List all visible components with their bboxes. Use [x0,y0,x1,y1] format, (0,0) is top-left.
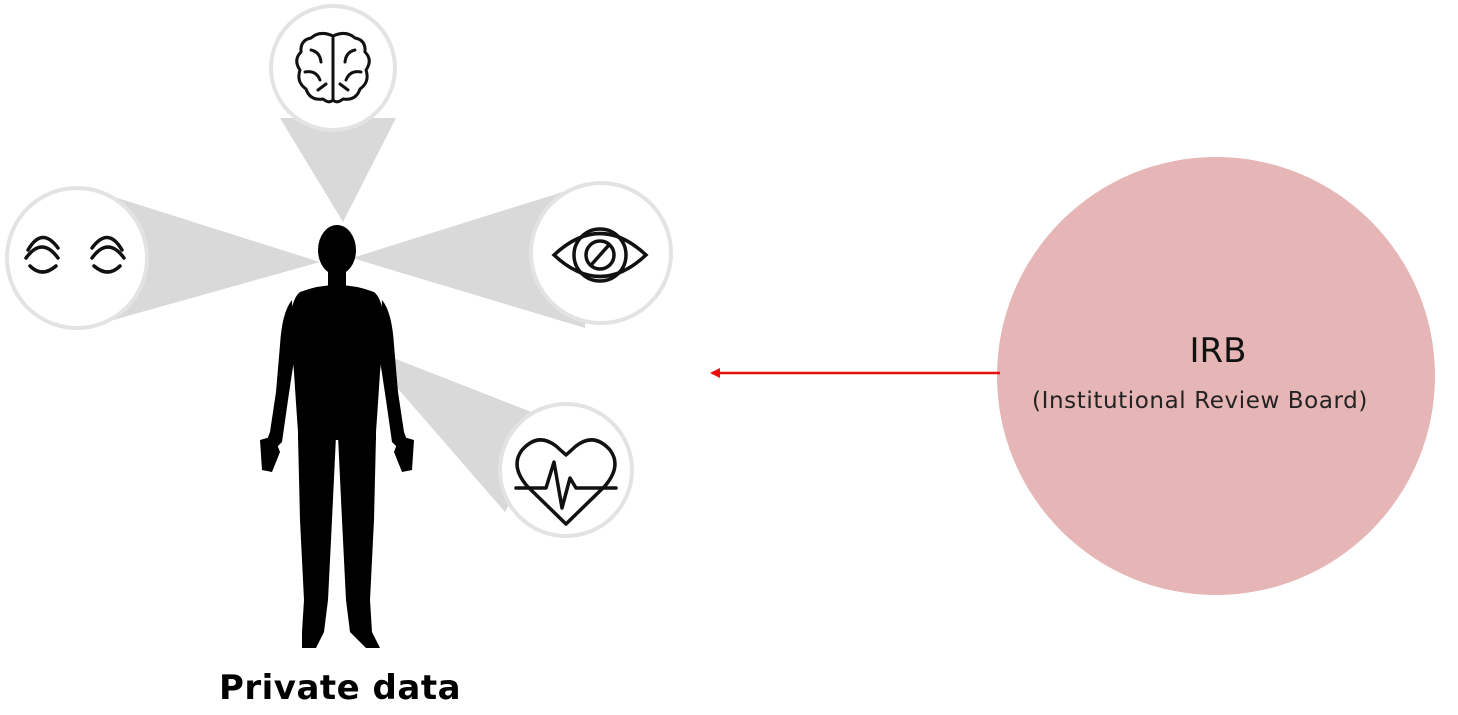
blocked-eye-icon [529,181,673,325]
figure-left-leg [298,436,336,648]
closed-eyes-callout-cone [92,190,320,326]
figure-right-arm [380,300,410,452]
figure-right-hand [394,436,414,472]
irb-subtitle: (Institutional Review Board) [1032,388,1368,414]
figure-torso [290,285,384,440]
figure-left-hand [260,436,280,472]
irb-circle [997,157,1435,595]
figure-right-leg [338,436,380,648]
figure-neck [328,268,346,290]
human-figure [260,225,414,648]
private-data-caption: Private data [218,668,462,708]
irb-title: IRB [1189,331,1247,371]
figure-left-arm [264,300,294,452]
brain-callout-cone [280,118,396,222]
figure-head [318,225,356,275]
brain-icon [269,4,397,132]
heartbeat-icon [498,402,634,538]
blocked-eye-callout-cone [352,185,585,328]
closed-eyes-icon [5,186,149,330]
